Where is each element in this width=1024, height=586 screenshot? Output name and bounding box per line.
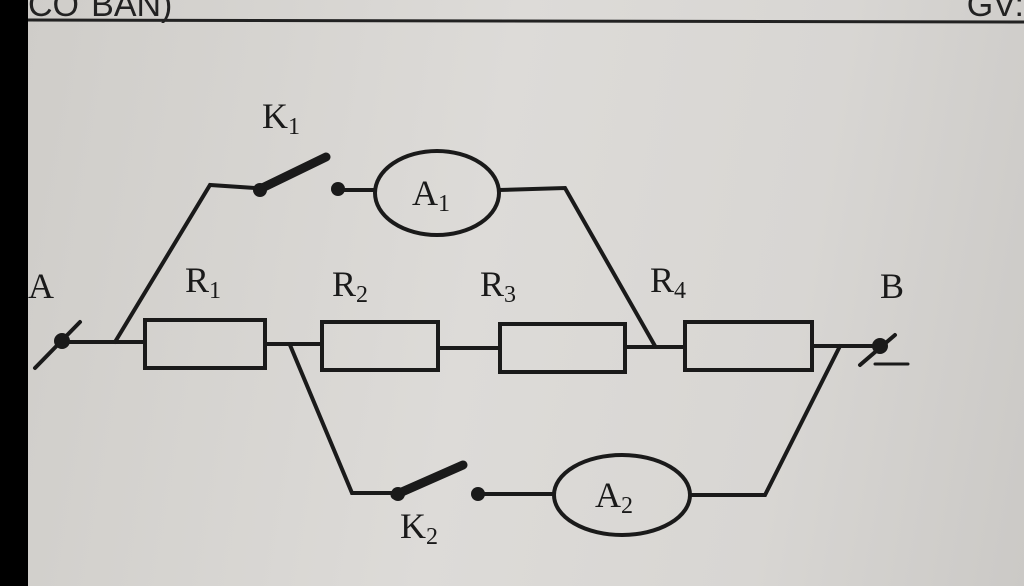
- resistor-r1-label: R1: [185, 260, 221, 304]
- ammeter-a2-label: A2: [595, 475, 633, 519]
- switch-k1-label: K1: [262, 96, 300, 140]
- resistor-r4-label: R4: [650, 260, 686, 304]
- resistor-r3: [498, 322, 627, 374]
- header-rule: [27, 18, 1024, 24]
- terminal-a-label: A: [28, 266, 54, 306]
- resistor-r4: [683, 320, 814, 372]
- switch-k2-blade: [390, 460, 468, 500]
- resistor-r3-label: R3: [480, 264, 516, 308]
- terminal-b-node: [872, 338, 888, 354]
- resistor-r2: [320, 320, 440, 372]
- switch-k1-contact: [331, 182, 345, 196]
- wire-bottom-left: [288, 343, 394, 495]
- header-right-text: GV:: [966, 0, 1024, 24]
- ammeter-a1-label: A1: [412, 173, 450, 217]
- switch-k2-pivot: [391, 487, 405, 501]
- wire-top-right: [497, 185, 657, 348]
- wire-bottom-right: [688, 344, 842, 497]
- switch-k1-pivot: [253, 183, 267, 197]
- switch-k1-blade: [253, 152, 331, 195]
- ammeter-a1: [373, 149, 501, 237]
- resistor-r1: [143, 318, 267, 370]
- paper-photo: CƠ BẢN) GV:: [28, 0, 1024, 586]
- terminal-a-node: [54, 333, 70, 349]
- switch-k2-contact: [471, 487, 485, 501]
- switch-k2-label: K2: [400, 506, 438, 550]
- terminal-b-label: B: [880, 266, 904, 306]
- wire-top-left: [113, 182, 257, 344]
- resistor-r2-label: R2: [332, 264, 368, 308]
